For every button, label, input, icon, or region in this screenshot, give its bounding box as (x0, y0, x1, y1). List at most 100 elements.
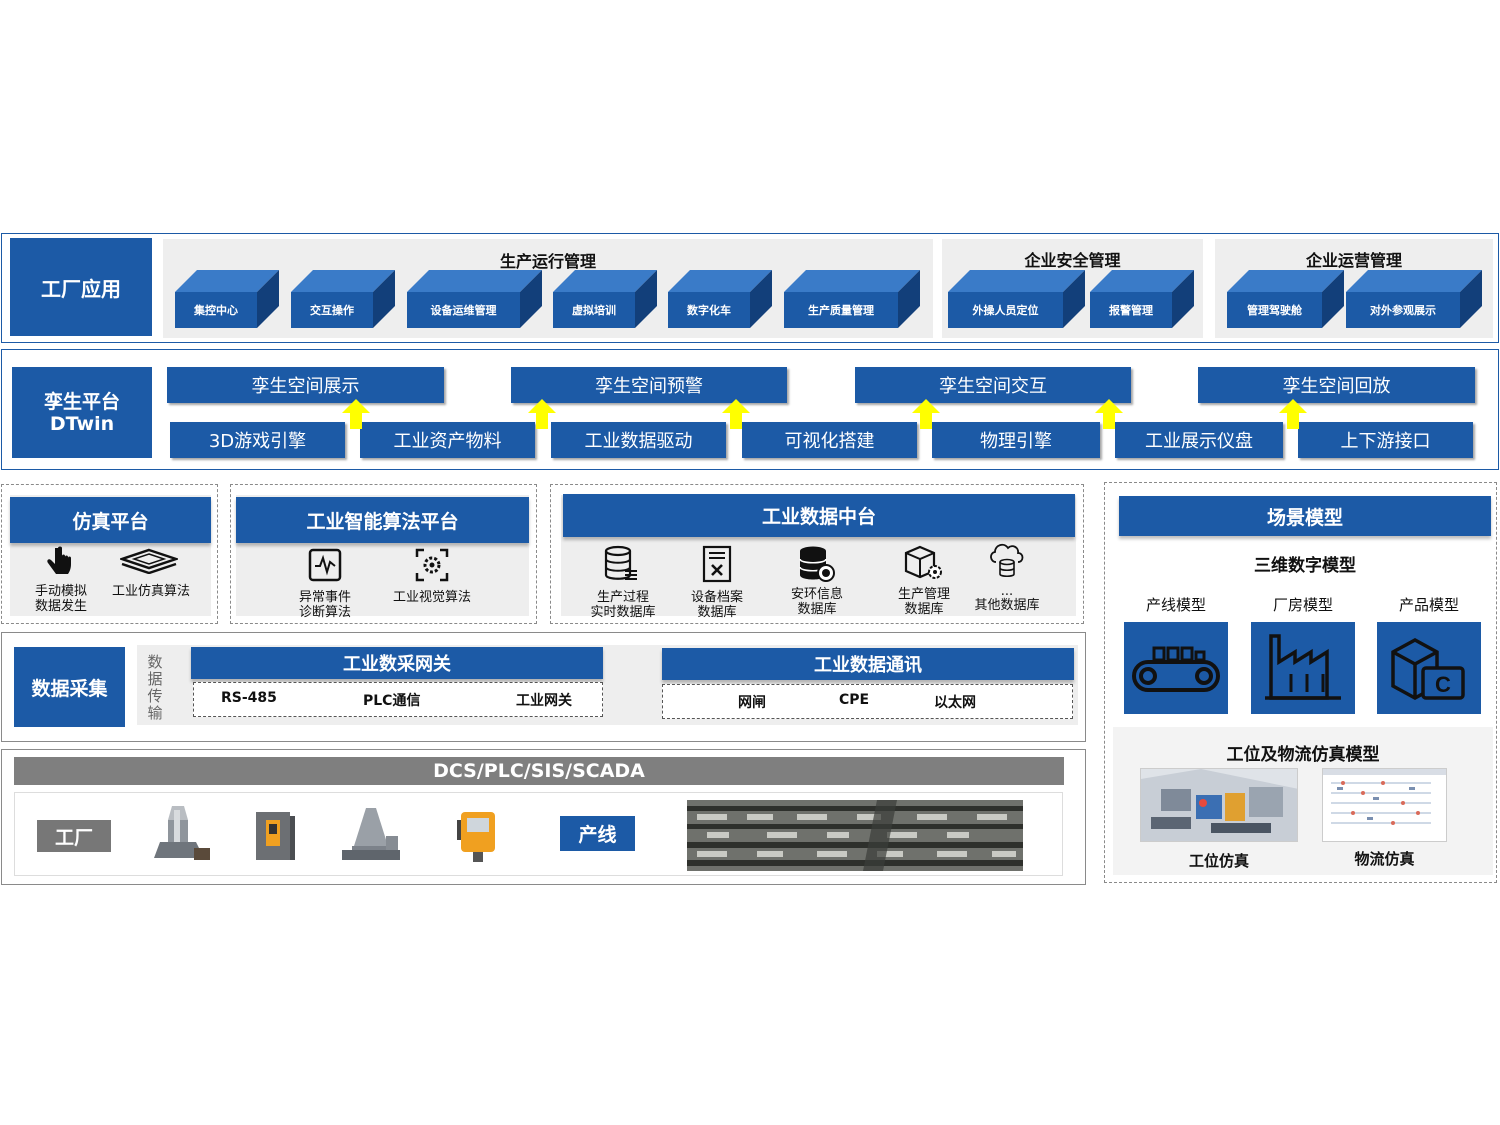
algorithm-platform-title: 工业智能算法平台 (236, 497, 529, 543)
mill-equipment-icon (154, 806, 210, 860)
model-label-product: 产品模型 (1398, 596, 1459, 614)
twin-platform-title-en: DTwin (49, 412, 115, 435)
up-arrow-icon (1095, 399, 1123, 429)
simulation-platform-panel (1, 484, 218, 624)
field-content-box (14, 792, 1063, 876)
layers-icon (120, 548, 178, 574)
scene-model-subtitle: 三维数字模型 (1254, 556, 1356, 576)
factory-app-panel (1, 233, 1499, 343)
workstation-sim-image[interactable] (1140, 768, 1298, 842)
up-arrow-icon (1279, 399, 1307, 429)
conveyor-model-tile[interactable] (1124, 622, 1228, 714)
twin-platform-panel (1, 349, 1499, 470)
twin-base-dashboard[interactable]: 工业展示仪盘 (1115, 422, 1283, 458)
app-block-quality-management[interactable]: 生产质量管理 (784, 270, 920, 328)
product-box-icon: C (1391, 638, 1465, 700)
database-list-icon (604, 545, 637, 580)
gateway-item-plc: PLC通信 (363, 693, 421, 709)
meter-equipment-icon (457, 812, 495, 862)
gateway-items-box (193, 682, 603, 717)
twin-base-data-driven[interactable]: 工业数据驱动 (551, 422, 726, 458)
data-center-title: 工业数据中台 (563, 494, 1075, 537)
comm-item-ethernet: 以太网 (934, 695, 976, 711)
database-shield-icon (799, 546, 835, 582)
caption-line: 实时数据库 (590, 605, 656, 620)
twin-capability-display[interactable]: 孪生空间展示 (167, 367, 444, 403)
field-panel (1, 749, 1086, 885)
dc-item-production: 生产管理 数据库 (880, 587, 968, 617)
up-arrow-icon (722, 399, 750, 429)
dc-item-equipment: 设备档案 数据库 (673, 590, 761, 620)
up-arrow-icon (342, 399, 370, 429)
alg-item-vision: 工业视觉算法 (392, 590, 471, 605)
sim-model-title: 工位及物流仿真模型 (1226, 745, 1380, 765)
factory-app-title: 工厂应用 (10, 238, 152, 336)
twin-base-physics-engine[interactable]: 物理引擎 (932, 422, 1100, 458)
waveform-icon (308, 548, 342, 582)
model-label-plant: 厂房模型 (1272, 596, 1333, 614)
scene-model-title: 场景模型 (1119, 496, 1491, 536)
twin-capability-warning[interactable]: 孪生空间预警 (511, 367, 787, 403)
scene-model-panel (1104, 482, 1497, 883)
factory-label: 工厂 (37, 820, 111, 852)
simulation-platform-title: 仿真平台 (10, 497, 211, 543)
data-transfer-vertical-label: 数 据 传 输 (144, 654, 166, 722)
comm-items-box (662, 684, 1073, 719)
group-title: 企业运营管理 (1305, 251, 1402, 270)
alg-item-anomaly: 异常事件 诊断算法 (284, 590, 366, 620)
caption-line: 设备档案 (690, 590, 743, 605)
twin-base-game-engine[interactable]: 3D游戏引擎 (170, 422, 345, 458)
archive-doc-icon (702, 545, 732, 583)
app-block-visitor-display[interactable]: 对外参观展示 (1346, 270, 1482, 328)
acquisition-title: 数据采集 (14, 647, 125, 727)
app-block-interactive-ops[interactable]: 交互操作 (291, 270, 395, 328)
data-center-panel (550, 484, 1084, 624)
twin-base-visual-builder[interactable]: 可视化搭建 (742, 422, 917, 458)
logistics-sim-image[interactable] (1322, 768, 1447, 842)
caption-line: 数据库 (697, 605, 737, 620)
sim-label-logistics: 物流仿真 (1354, 850, 1415, 868)
model-label-line: 产线模型 (1145, 596, 1206, 614)
dc-item-other: ... 其他数据库 (962, 585, 1052, 614)
production-line-label: 产线 (560, 816, 635, 851)
factory-model-tile[interactable] (1251, 622, 1355, 714)
production-line-image[interactable] (687, 800, 1023, 871)
caption-line: 数据发生 (34, 599, 87, 614)
gateway-item-rs485: RS-485 (221, 690, 277, 706)
sim-item-manual-data: 手动模拟 数据发生 (20, 584, 102, 614)
caption-line: 安环信息 (790, 587, 843, 602)
factory-icon (1265, 634, 1341, 700)
app-block-control-center[interactable]: 集控中心 (175, 270, 279, 328)
sim-label-workstation: 工位仿真 (1188, 852, 1249, 870)
app-block-virtual-training[interactable]: 虚拟培训 (553, 270, 657, 328)
twin-base-interfaces[interactable]: 上下游接口 (1298, 422, 1473, 458)
silo-equipment-icon (342, 808, 400, 860)
app-block-equipment-maintenance[interactable]: 设备运维管理 (407, 270, 542, 328)
caption-line: 数据库 (797, 602, 837, 617)
app-block-alarm-management[interactable]: 报警管理 (1090, 270, 1194, 328)
twin-capability-interaction[interactable]: 孪生空间交互 (855, 367, 1131, 403)
dc-item-realtime: 生产过程 实时数据库 (578, 590, 668, 620)
comm-title: 工业数据通讯 (662, 648, 1074, 680)
gateway-title: 工业数采网关 (191, 647, 603, 679)
twin-capability-playback[interactable]: 孪生空间回放 (1198, 367, 1475, 403)
cloud-database-icon (990, 543, 1024, 578)
app-block-management-cockpit[interactable]: 管理驾驶舱 (1227, 270, 1344, 328)
app-block-personnel-location[interactable]: 外操人员定位 (948, 270, 1085, 328)
up-arrow-icon (912, 399, 940, 429)
conveyor-icon (1132, 646, 1220, 692)
twin-base-asset-material[interactable]: 工业资产物料 (360, 422, 535, 458)
vision-gear-icon (415, 548, 449, 582)
twin-platform-title: 孪生平台 DTwin (12, 367, 152, 458)
cabinet-equipment-icon (256, 812, 295, 860)
box-gear-icon (904, 545, 942, 579)
caption-line: 其他数据库 (974, 598, 1040, 613)
vertical-char: 据 (147, 670, 163, 688)
algorithm-platform-panel (230, 484, 537, 624)
group-title: 生产运行管理 (499, 252, 596, 271)
caption-line: ... (1000, 584, 1014, 599)
sim-item-algorithm: 工业仿真算法 (111, 584, 190, 599)
product-model-tile[interactable]: C (1377, 622, 1481, 714)
comm-item-gatekeeper: 网闸 (738, 695, 766, 711)
app-block-digital-workshop[interactable]: 数字化车 (668, 270, 772, 328)
